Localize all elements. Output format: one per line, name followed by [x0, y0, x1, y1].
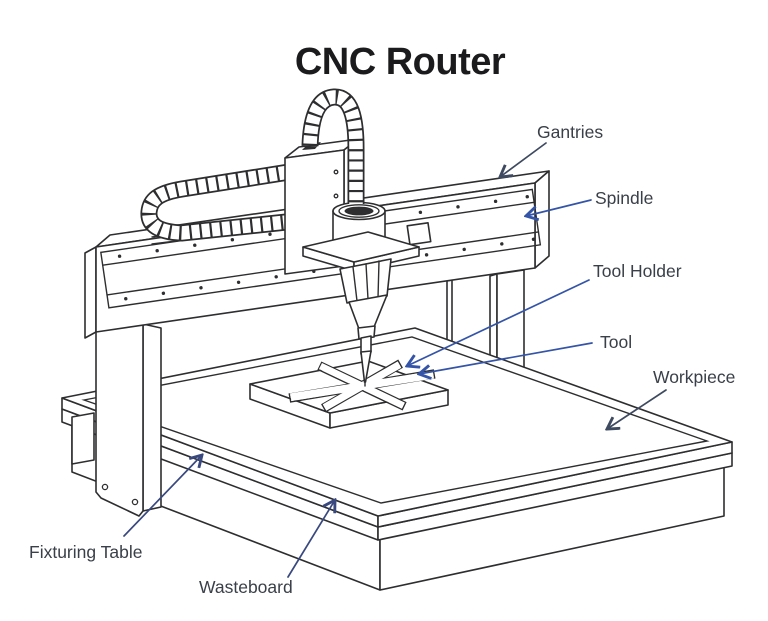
- label-spindle: Spindle: [595, 188, 653, 208]
- label-workpiece: Workpiece: [653, 367, 735, 387]
- beam-bracket: [406, 222, 432, 246]
- leader-spindle: [526, 199, 592, 216]
- leader-lines: [123, 142, 667, 578]
- gantry-left-column: [71, 323, 162, 517]
- machine-drawing: [61, 88, 733, 591]
- label-tool: Tool: [600, 332, 632, 352]
- label-gantries: Gantries: [537, 122, 603, 142]
- workpiece-plate: [249, 359, 449, 429]
- leader-wasteboard: [287, 500, 335, 578]
- diagram-title: CNC Router: [295, 41, 506, 83]
- leader-fixturing-table: [123, 455, 202, 537]
- leader-workpiece: [607, 389, 667, 429]
- horizontal-cable-chain: [140, 163, 297, 242]
- label-tool-holder: Tool Holder: [593, 261, 682, 281]
- vertical-cable-chain: [301, 88, 365, 204]
- leader-gantries: [500, 142, 547, 177]
- spindle-assembly: [302, 231, 420, 387]
- label-fixturing-table: Fixturing Table: [29, 542, 143, 562]
- milled-asterisk: [288, 359, 436, 413]
- leader-tool-holder: [407, 279, 590, 366]
- leader-tool: [419, 342, 593, 374]
- part-labels: Gantries Spindle Tool Holder Tool Workpi…: [29, 122, 735, 597]
- label-wasteboard: Wasteboard: [199, 577, 293, 597]
